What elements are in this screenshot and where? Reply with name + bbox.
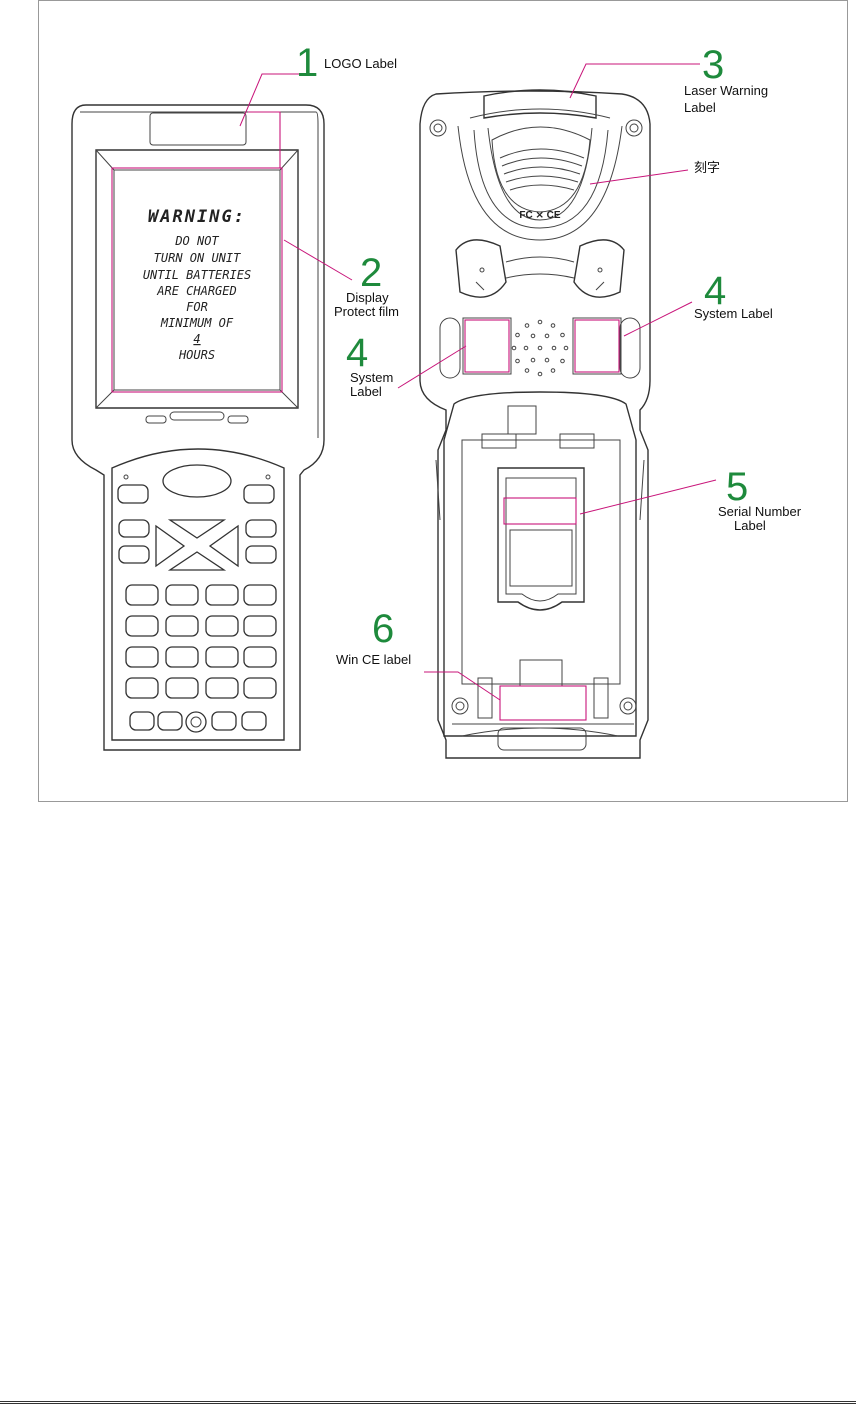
leader-lines bbox=[240, 64, 716, 700]
leader-line bbox=[590, 170, 688, 184]
keypad-key bbox=[244, 616, 276, 636]
callout-number-3: 3 bbox=[702, 43, 724, 87]
speaker-hole bbox=[561, 333, 565, 337]
keypad-key bbox=[166, 647, 198, 667]
keypad-key bbox=[166, 585, 198, 605]
screen-warning-heading: WARNING: bbox=[148, 207, 246, 227]
keypad-key bbox=[166, 678, 198, 698]
speaker-hole bbox=[545, 358, 549, 362]
speaker-hole bbox=[525, 324, 529, 328]
keypad-key bbox=[130, 712, 154, 730]
screen-text-line: 4 bbox=[193, 332, 200, 346]
device-front-view: WARNING: DO NOT TURN ON UNIT UNTIL BATTE… bbox=[72, 105, 324, 750]
engraving-label: 刻字 bbox=[694, 160, 720, 175]
device-label-diagram: WARNING: DO NOT TURN ON UNIT UNTIL BATTE… bbox=[0, 0, 856, 802]
keypad-key bbox=[242, 712, 266, 730]
callout-label-serial: Label bbox=[734, 518, 766, 533]
keypad-key bbox=[206, 647, 238, 667]
serial-number-label-area bbox=[504, 498, 576, 524]
speaker-hole bbox=[538, 372, 542, 376]
callout-label-display: Protect film bbox=[334, 304, 399, 319]
screen-text-line: DO NOT bbox=[174, 234, 219, 248]
callout-label-laser: Laser Warning bbox=[684, 83, 768, 98]
keypad-key bbox=[244, 585, 276, 605]
screen-text-line: HOURS bbox=[178, 348, 215, 362]
keypad-key bbox=[126, 585, 158, 605]
callout-number-6: 6 bbox=[372, 607, 394, 651]
callout-number-1: 1 bbox=[296, 41, 318, 85]
callout-number-2: 2 bbox=[360, 251, 382, 295]
speaker-hole bbox=[545, 334, 549, 338]
speaker-hole bbox=[551, 324, 555, 328]
speaker-hole bbox=[516, 333, 520, 337]
speaker-grille bbox=[512, 320, 568, 376]
speaker-hole bbox=[516, 359, 520, 363]
callout-label-serial: Serial Number bbox=[718, 504, 802, 519]
screen-text-line: FOR bbox=[186, 300, 208, 314]
leader-line bbox=[240, 74, 302, 126]
callout-label-system-left: Label bbox=[350, 384, 382, 399]
speaker-hole bbox=[538, 320, 542, 324]
regulatory-marks: FC ⨯ CE bbox=[519, 210, 560, 221]
speaker-hole bbox=[561, 359, 565, 363]
callout-label-logo: LOGO Label bbox=[324, 56, 397, 71]
callout-label-display: Display bbox=[346, 290, 389, 305]
callouts: 1 LOGO Label 2 Display Protect film 3 La… bbox=[296, 41, 802, 667]
keypad-key bbox=[212, 712, 236, 730]
callout-label-system-left: System bbox=[350, 370, 393, 385]
callout-label-laser: Label bbox=[684, 100, 716, 115]
scanner-window bbox=[484, 90, 596, 118]
battery-latch bbox=[498, 468, 584, 610]
speaker-hole bbox=[531, 334, 535, 338]
speaker-hole bbox=[552, 346, 556, 350]
logo-window bbox=[150, 113, 246, 145]
keypad-key bbox=[126, 678, 158, 698]
screen-text-line: ARE CHARGED bbox=[156, 284, 236, 298]
callout-label-wince: Win CE label bbox=[336, 652, 411, 667]
keypad-key bbox=[206, 585, 238, 605]
keypad-key bbox=[244, 647, 276, 667]
callout-label-system-right: System Label bbox=[694, 306, 773, 321]
leader-line bbox=[398, 346, 466, 388]
keypad-key bbox=[126, 616, 158, 636]
screen-text-line: MINIMUM OF bbox=[160, 316, 234, 330]
keypad-key bbox=[166, 616, 198, 636]
screen-text-line: UNTIL BATTERIES bbox=[143, 268, 251, 282]
page-footer-rule bbox=[0, 1401, 856, 1404]
keypad-key bbox=[206, 678, 238, 698]
callout-number-4-left: 4 bbox=[346, 331, 368, 375]
keypad-key bbox=[126, 647, 158, 667]
keypad-key bbox=[158, 712, 182, 730]
speaker-hole bbox=[538, 346, 542, 350]
speaker-hole bbox=[551, 369, 555, 373]
speaker-hole bbox=[512, 346, 516, 350]
keypad-key bbox=[206, 616, 238, 636]
win-ce-label-area bbox=[500, 686, 586, 720]
screen-text-line: TURN ON UNIT bbox=[154, 251, 241, 265]
keypad-keys bbox=[126, 585, 276, 730]
callout-number-5: 5 bbox=[726, 465, 748, 509]
speaker-hole bbox=[525, 369, 529, 373]
device-back-view: FC ⨯ CE bbox=[420, 90, 650, 758]
speaker-hole bbox=[531, 358, 535, 362]
speaker-hole bbox=[564, 346, 568, 350]
keypad-key bbox=[244, 678, 276, 698]
speaker-hole bbox=[524, 346, 528, 350]
